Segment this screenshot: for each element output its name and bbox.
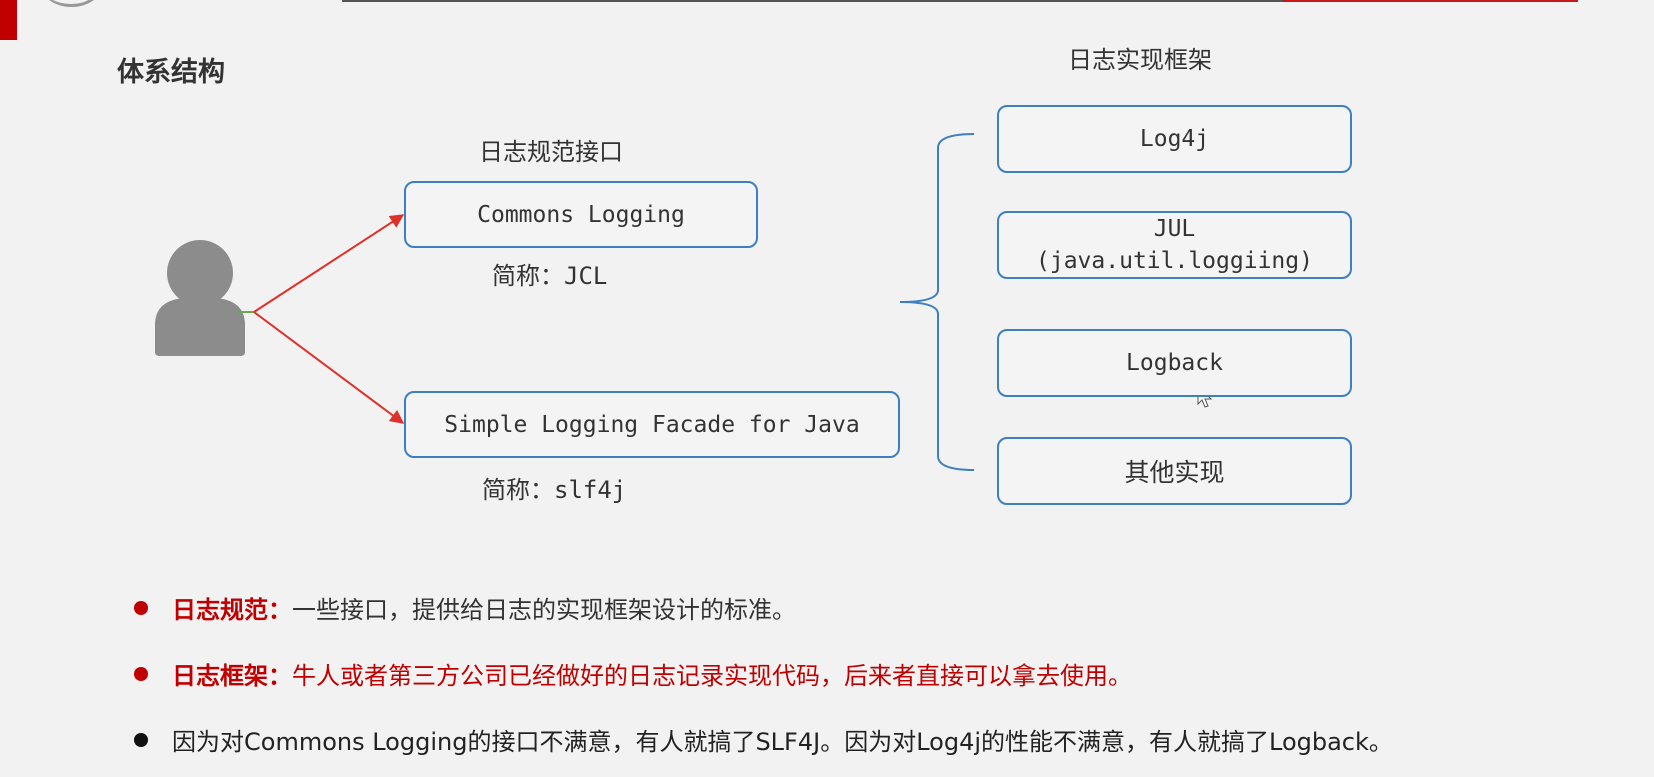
log4j-box: Log4j	[997, 105, 1352, 173]
logback-box: Logback	[997, 329, 1352, 397]
implementation-brace	[899, 133, 975, 471]
slf4j-alias-prefix: 简称：	[482, 476, 554, 504]
log4j-label: Log4j	[1139, 126, 1210, 152]
bullet-spec-text: 一些接口，提供给日志的实现框架设计的标准。	[292, 596, 796, 624]
bullet-dot	[134, 666, 148, 681]
section-title: 体系结构	[117, 57, 225, 88]
slf4j-alias: 简称：slf4j	[482, 470, 626, 505]
bullet-dot	[134, 600, 148, 615]
commons-logging-label: Commons Logging	[477, 201, 685, 228]
other-impl-box: 其他实现	[997, 437, 1352, 505]
header-divider-accent	[1283, 0, 1578, 2]
jcl-alias: 简称：JCL	[492, 256, 607, 291]
jul-package-label: (java.util.loggiing)	[1036, 248, 1313, 274]
jul-label: JUL	[1153, 216, 1196, 242]
bullet-framework: 日志框架：牛人或者第三方公司已经做好的日志记录实现代码，后来者直接可以拿去使用。	[134, 656, 1132, 691]
bullet-history: 因为对Commons Logging的接口不满意，有人就搞了SLF4J。因为对L…	[134, 722, 1393, 757]
other-impl-label: 其他实现	[1124, 458, 1225, 487]
user-icon	[155, 240, 245, 356]
bullet-history-text: 因为对Commons Logging的接口不满意，有人就搞了SLF4J。因为对L…	[172, 728, 1393, 756]
bullet-spec-key: 日志规范：	[172, 596, 292, 624]
bullet-framework-text: 牛人或者第三方公司已经做好的日志记录实现代码，后来者直接可以拿去使用。	[292, 662, 1132, 690]
header-divider	[342, 0, 1577, 2]
arrow-to-jcl	[253, 214, 405, 313]
implementation-heading: 日志实现框架	[1068, 46, 1212, 74]
slf4j-alias-code: slf4j	[554, 476, 627, 504]
jcl-alias-code: JCL	[564, 262, 608, 290]
bullet-dot	[134, 732, 148, 747]
slide-accent-bar	[0, 0, 17, 40]
commons-logging-box: Commons Logging	[404, 181, 758, 248]
interface-heading: 日志规范接口	[479, 138, 623, 166]
slf4j-label: Simple Logging Facade for Java	[444, 411, 860, 438]
slf4j-box: Simple Logging Facade for Java	[404, 391, 900, 458]
jcl-alias-prefix: 简称：	[492, 262, 564, 290]
bullet-spec: 日志规范：一些接口，提供给日志的实现框架设计的标准。	[134, 590, 796, 625]
jul-box: JUL (java.util.loggiing)	[997, 211, 1352, 279]
arrow-to-slf4j	[253, 311, 405, 424]
logback-label: Logback	[1126, 350, 1223, 376]
bullet-framework-key: 日志框架：	[172, 662, 292, 690]
